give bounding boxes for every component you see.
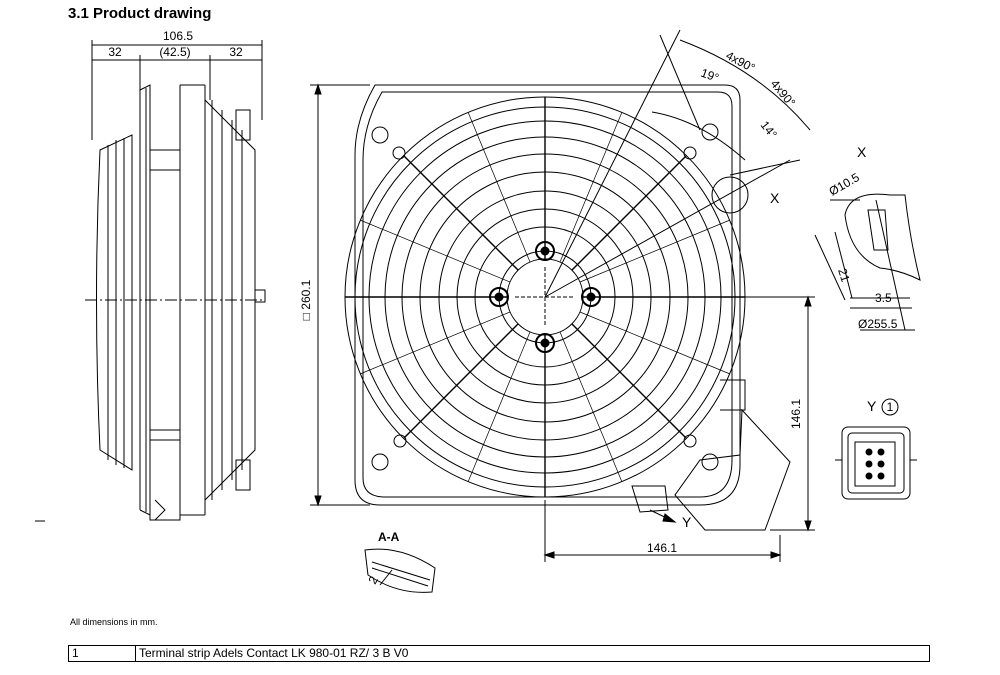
dim-horizontal-offset: 146.1 bbox=[647, 541, 677, 555]
dim-middle-depth: (42.5) bbox=[159, 45, 190, 59]
dim-hole-edge: 3.5 bbox=[875, 291, 892, 305]
vertical-offset-dimension bbox=[745, 295, 815, 532]
dim-left-depth: 32 bbox=[108, 45, 122, 59]
front-view bbox=[344, 84, 791, 531]
dim-vertical-offset: 146.1 bbox=[789, 399, 803, 429]
detail-y-number: 1 bbox=[887, 400, 894, 414]
dim-section-thickness: 2 bbox=[365, 573, 381, 586]
dim-holes-a: 4x90° bbox=[724, 48, 758, 75]
dim-right-depth: 32 bbox=[229, 45, 243, 59]
dim-hole-depth: 21 bbox=[835, 267, 853, 284]
detail-y-view bbox=[835, 426, 917, 500]
legend-item-text: Terminal strip Adels Contact LK 980-01 R… bbox=[139, 646, 409, 660]
dim-angle-19: 19° bbox=[699, 66, 721, 85]
y-view-arrow bbox=[649, 509, 677, 523]
section-a-a-view bbox=[364, 548, 436, 593]
side-view bbox=[35, 40, 266, 522]
dim-square-size: □ 260.1 bbox=[299, 279, 313, 320]
dimensions-note: All dimensions in mm. bbox=[70, 617, 158, 627]
dim-hole-dia: Ø10.5 bbox=[827, 170, 863, 199]
angle-dimensions bbox=[544, 29, 811, 298]
section-title: A-A bbox=[378, 530, 400, 544]
dim-pitch-circle: Ø255.5 bbox=[858, 317, 898, 331]
detail-x-view bbox=[814, 193, 921, 331]
item-number-circle bbox=[881, 398, 899, 416]
detail-x-marker: X bbox=[770, 190, 780, 206]
dim-angle-14: 14° bbox=[758, 118, 780, 141]
product-drawing: 106.5 32 (42.5) 32 bbox=[35, 29, 921, 593]
legend-table: 1 Terminal strip Adels Contact LK 980-01… bbox=[68, 645, 930, 662]
detail-y-marker: Y bbox=[682, 514, 692, 530]
dim-overall-depth: 106.5 bbox=[163, 29, 193, 43]
page-title: 3.1 Product drawing bbox=[68, 5, 212, 22]
detail-x-title: X bbox=[857, 144, 867, 160]
legend-item-number: 1 bbox=[69, 646, 136, 661]
square-dimension bbox=[310, 83, 370, 507]
detail-y-title: Y bbox=[867, 398, 877, 414]
horizontal-offset-dimension bbox=[543, 500, 782, 562]
dim-holes-b: 4x90° bbox=[768, 77, 799, 110]
